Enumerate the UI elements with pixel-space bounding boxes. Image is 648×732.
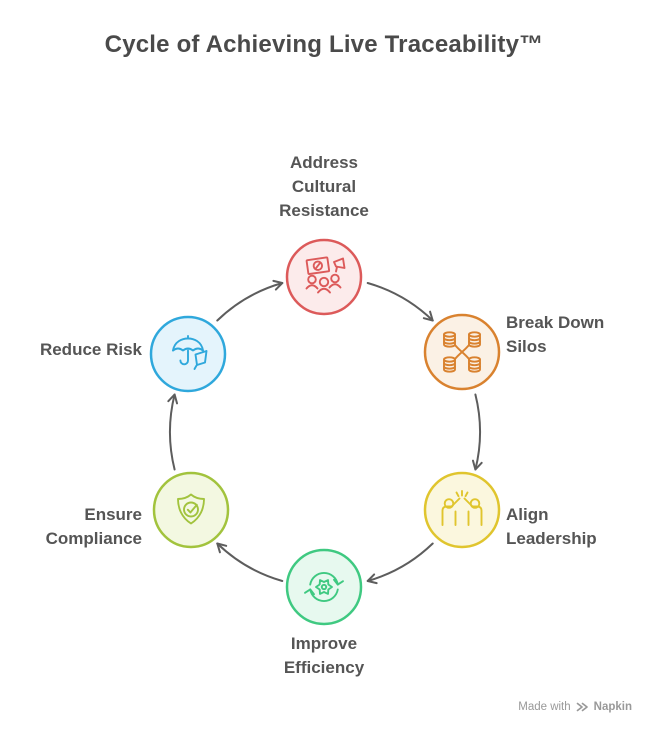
node-circle: [152, 471, 230, 549]
node-circle: [285, 548, 363, 626]
silos-icon: [443, 331, 481, 373]
arrow-silos-to-align: [471, 393, 483, 471]
node-align-leadership: [423, 471, 501, 549]
gear-refresh-icon: [304, 572, 344, 602]
node-label-address-cultural-resistance: Address Cultural Resistance: [279, 153, 369, 220]
node-label-align-leadership: Align Leadership: [506, 505, 597, 548]
node-improve-efficiency: [285, 548, 363, 626]
arrow-ensure-to-reduce: [167, 393, 179, 471]
arrow-align-to-improve: [366, 542, 434, 585]
node-reduce-risk: [149, 315, 227, 393]
node-address-cultural-resistance: [285, 238, 363, 316]
node-label-improve-efficiency: Improve Efficiency: [283, 634, 365, 677]
node-label-ensure-compliance: Ensure Compliance: [45, 505, 142, 548]
high-five-icon: [441, 490, 483, 526]
protest-icon: [305, 256, 346, 294]
node-circle: [423, 471, 501, 549]
shield-check-icon: [177, 493, 205, 525]
watermark: Made with Napkin: [518, 701, 632, 713]
umbrella-icon: [172, 335, 208, 370]
watermark-brand: Napkin: [593, 701, 632, 713]
diagram-title: Cycle of Achieving Live Traceability™: [104, 31, 544, 58]
node-label-break-down-silos: Break Down Silos: [506, 313, 605, 356]
node-break-down-silos: [423, 313, 501, 391]
watermark-prefix: Made with: [518, 701, 571, 713]
napkin-logo-icon: [576, 702, 588, 712]
cycle-arrows: [167, 279, 483, 585]
arrow-address-to-silos: [366, 282, 434, 322]
node-label-reduce-risk: Reduce Risk: [39, 340, 142, 359]
node-ensure-compliance: [152, 471, 230, 549]
arrow-improve-to-ensure: [216, 542, 284, 582]
arrow-reduce-to-address: [216, 279, 284, 322]
